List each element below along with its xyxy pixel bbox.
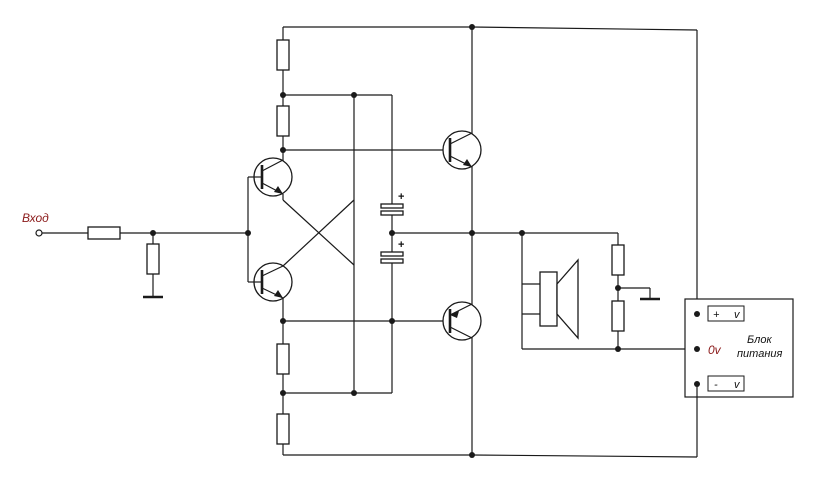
ps-plus-sign: + [713, 309, 720, 321]
ps-title-line1: Блок [747, 334, 772, 346]
lower-capacitor-plus: + [398, 239, 404, 251]
ps-plus-badge [707, 305, 745, 322]
input-transistor-lower [253, 262, 293, 302]
ps-plus-unit: v [734, 309, 741, 321]
lower-bias-resistor-1 [276, 343, 290, 375]
input-shunt-resistor [146, 243, 160, 275]
input-resistor [87, 226, 121, 240]
ps-plus-terminal[interactable] [694, 311, 700, 317]
loudspeaker [521, 233, 697, 352]
power-supply-block: + v 0v Блок питания - v [684, 298, 794, 398]
upper-capacitor-plus: + [398, 191, 404, 203]
zero-volt-label: 0v [708, 343, 722, 357]
capacitor-column: + + [380, 95, 618, 393]
ps-zero-terminal[interactable] [694, 346, 700, 352]
ps-title-line2: питания [737, 348, 782, 360]
upper-bias-resistor-1 [276, 39, 290, 71]
input-label: Вход [22, 211, 49, 225]
speaker-magnet [539, 271, 558, 327]
divider-resistor-upper [611, 244, 625, 276]
ps-minus-badge [707, 375, 745, 392]
midpoint-divider [611, 233, 660, 349]
output-transistor-upper [442, 130, 482, 170]
input-transistor-upper [253, 157, 293, 200]
input-base-bracket [245, 176, 262, 283]
output-transistor-lower [442, 301, 482, 341]
upper-bias-resistor-2 [276, 105, 290, 137]
lower-bias-resistor-2 [276, 413, 290, 445]
input-section: Вход [22, 211, 248, 299]
divider-resistor-lower [611, 300, 625, 332]
lower-driver [276, 298, 450, 455]
ps-minus-sign: - [714, 379, 718, 391]
upper-driver [276, 27, 450, 162]
lower-capacitor [380, 251, 404, 257]
upper-capacitor [380, 203, 404, 209]
speaker-cone [556, 258, 579, 340]
cross-connections [282, 95, 355, 390]
input-terminal[interactable] [35, 229, 43, 237]
ps-minus-unit: v [734, 379, 741, 391]
